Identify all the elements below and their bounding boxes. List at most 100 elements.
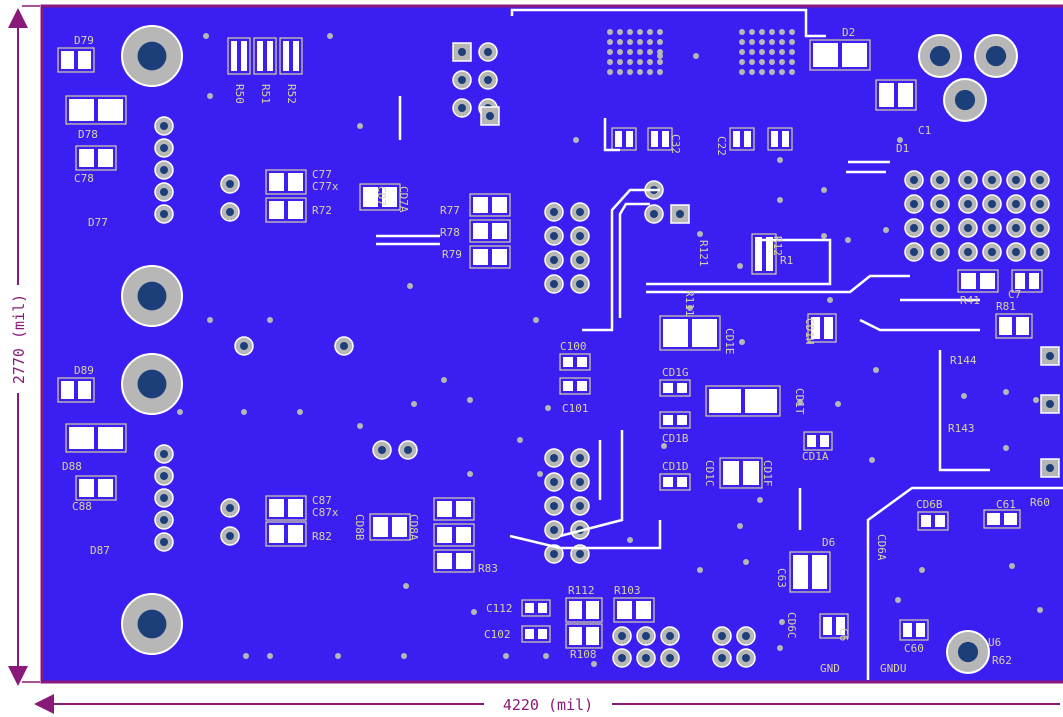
mounting-hole-drill [954, 89, 976, 111]
smd-pad [663, 383, 673, 393]
smd-pad [538, 629, 547, 639]
smd-pad [78, 381, 91, 399]
pad-drill [160, 538, 168, 546]
smd-pad [999, 317, 1012, 335]
smd-pad [98, 479, 113, 497]
smd-pad [61, 381, 74, 399]
pad-drill [1012, 200, 1020, 208]
pad-drill [618, 654, 626, 662]
via [779, 49, 785, 55]
smd-pad [903, 623, 912, 637]
mounting-hole-drill [137, 609, 167, 639]
smd-pad [692, 319, 717, 347]
via [207, 317, 213, 323]
pad-drill [1036, 176, 1044, 184]
component-outline [659, 315, 721, 351]
smd-pad [78, 51, 91, 69]
pad-drill [1036, 248, 1044, 256]
pad-drill [550, 478, 558, 486]
via [779, 69, 785, 75]
pad-drill [160, 472, 168, 480]
via [617, 49, 623, 55]
via [617, 69, 623, 75]
smd-pad [98, 427, 123, 449]
smd-pad [663, 415, 673, 425]
via [401, 653, 407, 659]
pad-drill [240, 342, 248, 350]
pad-drill [1036, 200, 1044, 208]
silkscreen-label: C77x [312, 180, 339, 193]
via [759, 59, 765, 65]
via [407, 283, 413, 289]
smd-pad [61, 51, 74, 69]
via [661, 443, 667, 449]
smd-pad [269, 525, 284, 543]
pad-drill [458, 48, 466, 56]
pad-drill [988, 248, 996, 256]
pad-drill [550, 280, 558, 288]
smd-pad [267, 41, 273, 71]
smd-pad [456, 553, 471, 569]
silkscreen-label: R60 [1030, 496, 1050, 509]
component-outline [57, 47, 95, 73]
via [835, 401, 841, 407]
pad-drill [550, 256, 558, 264]
silkscreen-label: CD1E [723, 328, 736, 355]
silkscreen-label: GND [820, 662, 840, 675]
via [647, 69, 653, 75]
smd-pad [663, 477, 673, 487]
component-outline [565, 597, 603, 623]
silkscreen-label: C61 [996, 498, 1016, 511]
via [637, 39, 643, 45]
smd-pad [812, 555, 827, 589]
pad-drill [576, 232, 584, 240]
smd-pad [842, 43, 867, 67]
smd-pad [525, 629, 534, 639]
via [657, 53, 663, 59]
silkscreen-label: D2 [842, 26, 855, 39]
smd-pad [288, 173, 303, 191]
smd-pad [288, 525, 303, 543]
via [789, 69, 795, 75]
smd-pad [811, 317, 820, 339]
component-outline [819, 613, 849, 639]
component-outline [899, 619, 929, 641]
silkscreen-label: R83 [478, 562, 498, 575]
smd-pad [283, 41, 289, 71]
smd-pad [823, 617, 832, 635]
smd-pad [373, 517, 388, 537]
smd-pad [820, 435, 829, 447]
component-outline [719, 457, 763, 489]
via [687, 305, 693, 311]
via [749, 49, 755, 55]
pad-drill [550, 502, 558, 510]
pad-drill [1036, 224, 1044, 232]
smd-pad [288, 499, 303, 517]
via [1033, 397, 1039, 403]
via [769, 49, 775, 55]
via [845, 237, 851, 243]
pad-drill [226, 180, 234, 188]
mounting-hole-drill [137, 369, 167, 399]
silkscreen-label: C87 [312, 494, 332, 507]
via [779, 59, 785, 65]
pad-drill [576, 478, 584, 486]
smd-pad [723, 461, 739, 485]
via [637, 29, 643, 35]
silkscreen-label: D6 [822, 536, 835, 549]
via [335, 653, 341, 659]
via [517, 437, 523, 443]
smd-pad [492, 223, 507, 239]
pad-drill [160, 494, 168, 502]
component-outline [75, 475, 117, 501]
via [657, 39, 663, 45]
smd-pad [569, 627, 582, 645]
smd-pad [492, 197, 507, 213]
smd-pad [231, 41, 237, 71]
via [267, 653, 273, 659]
width-dimension: 4220 (mil) [34, 694, 1060, 714]
silkscreen-label: R81 [996, 300, 1016, 313]
pad-drill [484, 76, 492, 84]
smd-pad [538, 603, 547, 613]
smd-pad [257, 41, 263, 71]
